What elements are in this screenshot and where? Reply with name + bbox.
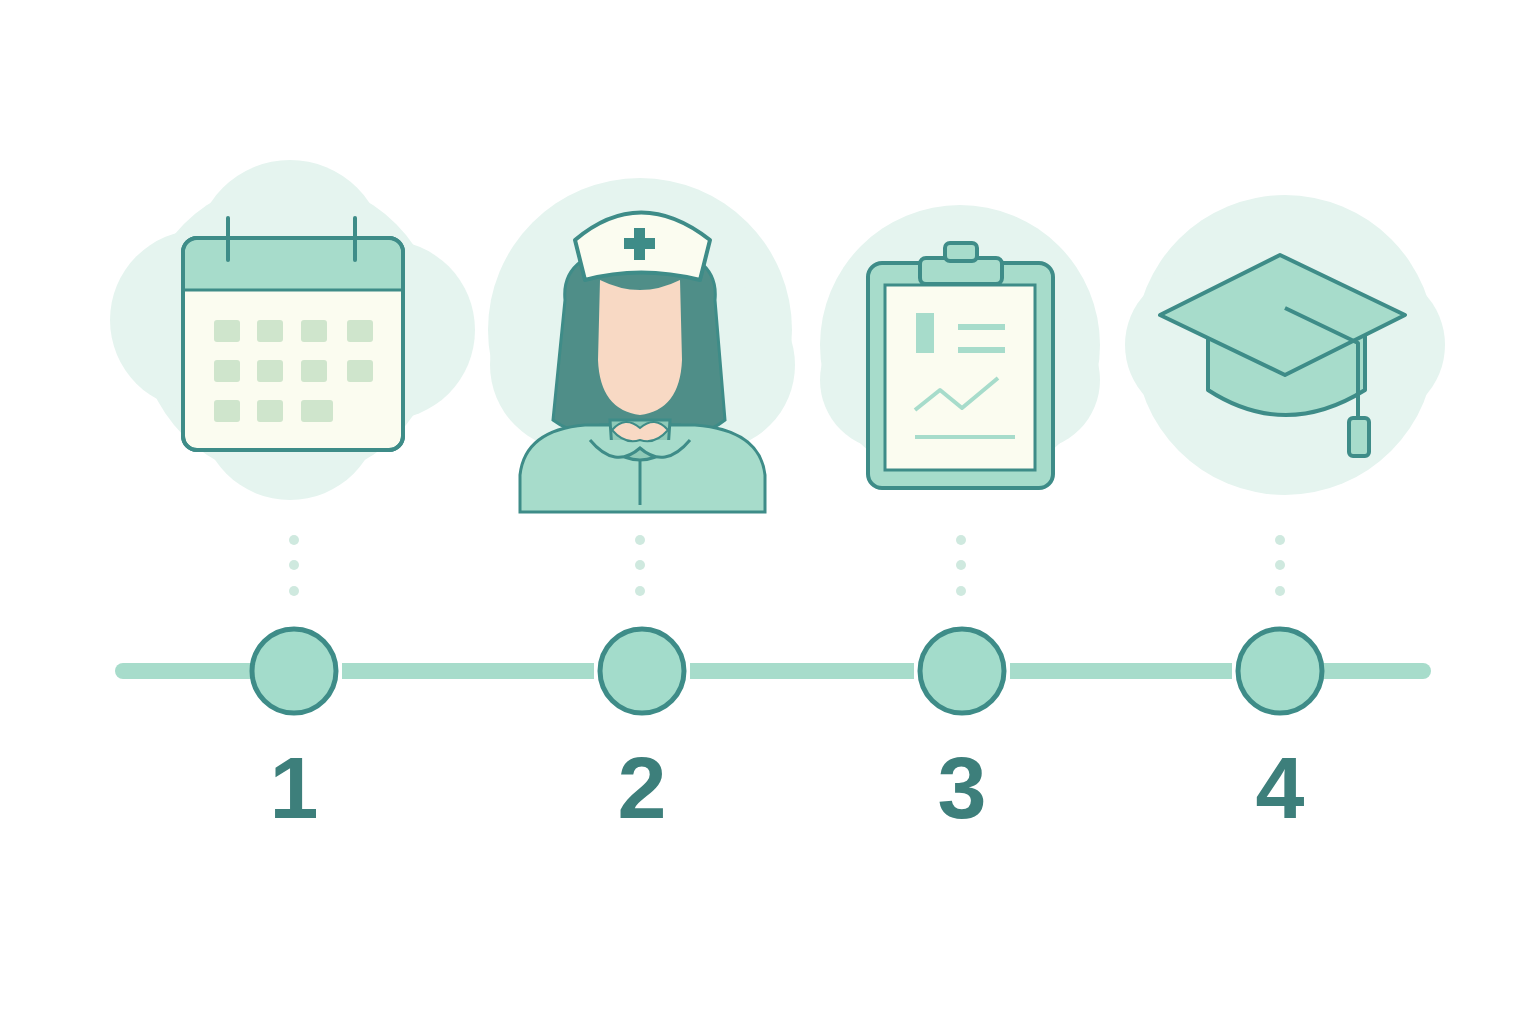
timeline-segment <box>1010 663 1232 679</box>
timeline-milestone: 1 <box>242 623 346 832</box>
calendar-icon <box>183 218 403 450</box>
step-number: 4 <box>1228 744 1332 832</box>
timeline-milestone: 2 <box>590 623 694 832</box>
timeline-milestone: 4 <box>1228 623 1332 832</box>
nurse-icon <box>520 213 765 513</box>
timeline-bar <box>1310 663 1423 679</box>
timeline-milestone: 3 <box>910 623 1014 832</box>
timeline-segment <box>342 663 594 679</box>
dotted-leaders <box>289 535 1285 596</box>
timeline-bar <box>123 663 260 679</box>
step-number: 2 <box>590 744 694 832</box>
clipboard-icon <box>868 243 1053 488</box>
milestone-circle <box>246 623 342 719</box>
step-number: 3 <box>910 744 1014 832</box>
background-blobs <box>110 160 1445 500</box>
milestone-circle <box>1232 623 1328 719</box>
milestone-circle <box>914 623 1010 719</box>
milestone-circle <box>594 623 690 719</box>
step-number: 1 <box>242 744 346 832</box>
graduation-cap-icon <box>1160 255 1405 456</box>
timeline-segment <box>690 663 914 679</box>
